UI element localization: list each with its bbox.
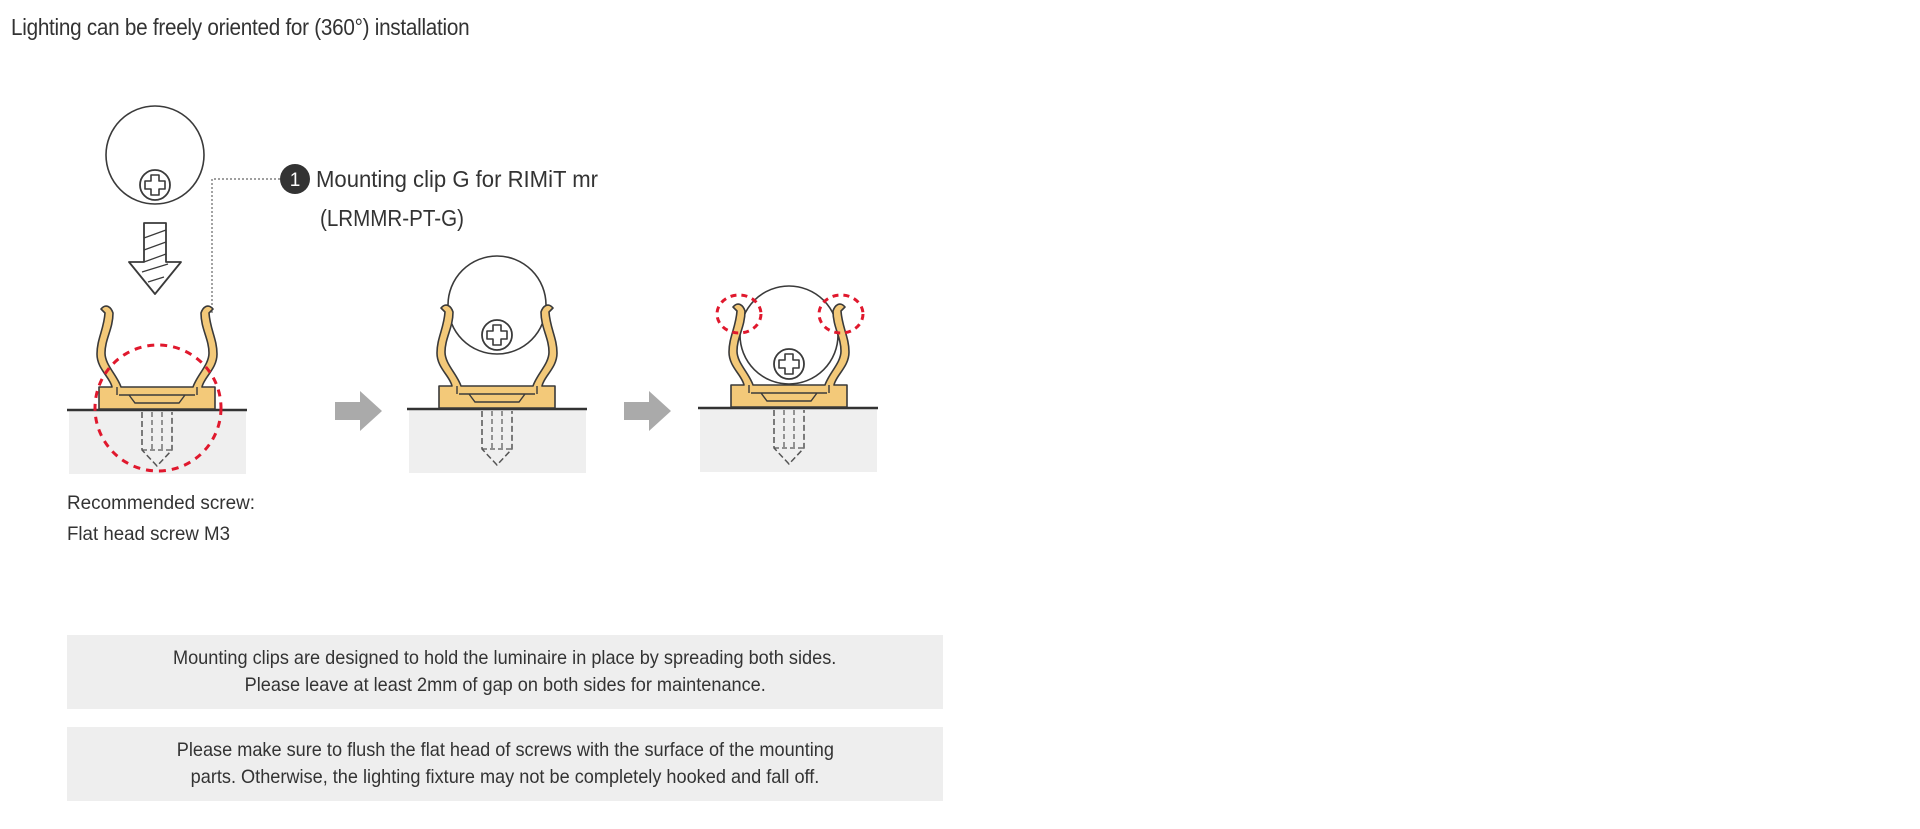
down-arrow-icon [128,222,182,295]
stage-2 [407,255,587,473]
screw-note-line-1: Recommended screw: [67,493,255,514]
luminaire-profile [447,255,547,355]
note-box-flush-screw: Please make sure to flush the flat head … [67,727,943,801]
clip-tip-highlight-left [715,293,763,335]
clip-tip-highlight-right [817,293,865,335]
right-arrow-icon [624,391,671,431]
note-line: Please make sure to flush the flat head … [176,739,834,761]
mounting-surface [409,410,586,473]
screw-note-line-2: Flat head screw M3 [67,524,230,545]
note-box-gap: Mounting clips are designed to hold the … [67,635,943,709]
stage-3 [698,285,878,472]
mounting-clip [96,305,218,410]
screw-highlight-circle [93,343,223,473]
right-arrow-icon [335,391,382,431]
mounting-surface [700,409,877,472]
leader-line [211,178,280,313]
stage-1 [67,105,280,474]
mounting-surface [69,411,246,474]
number-badge-icon [280,164,310,194]
screw-head-icon [481,319,513,351]
callout-line-1: Mounting clip G for RIMiT mr [316,166,598,192]
screw-head-icon [139,169,171,201]
callout: 1 Mounting clip G for RIMiT mr (LRMMR-PT… [280,164,598,231]
note-line: Mounting clips are designed to hold the … [173,647,837,669]
callout-number: 1 [290,170,301,191]
callout-line-2: (LRMMR-PT-G) [320,205,464,231]
screw-head-icon [773,348,805,380]
luminaire-profile-top [105,105,205,205]
note-line: parts. Otherwise, the lighting fixture m… [190,766,820,788]
note-line: Please leave at least 2mm of gap on both… [244,674,766,696]
page-title: Lighting can be freely oriented for (360… [11,14,470,40]
